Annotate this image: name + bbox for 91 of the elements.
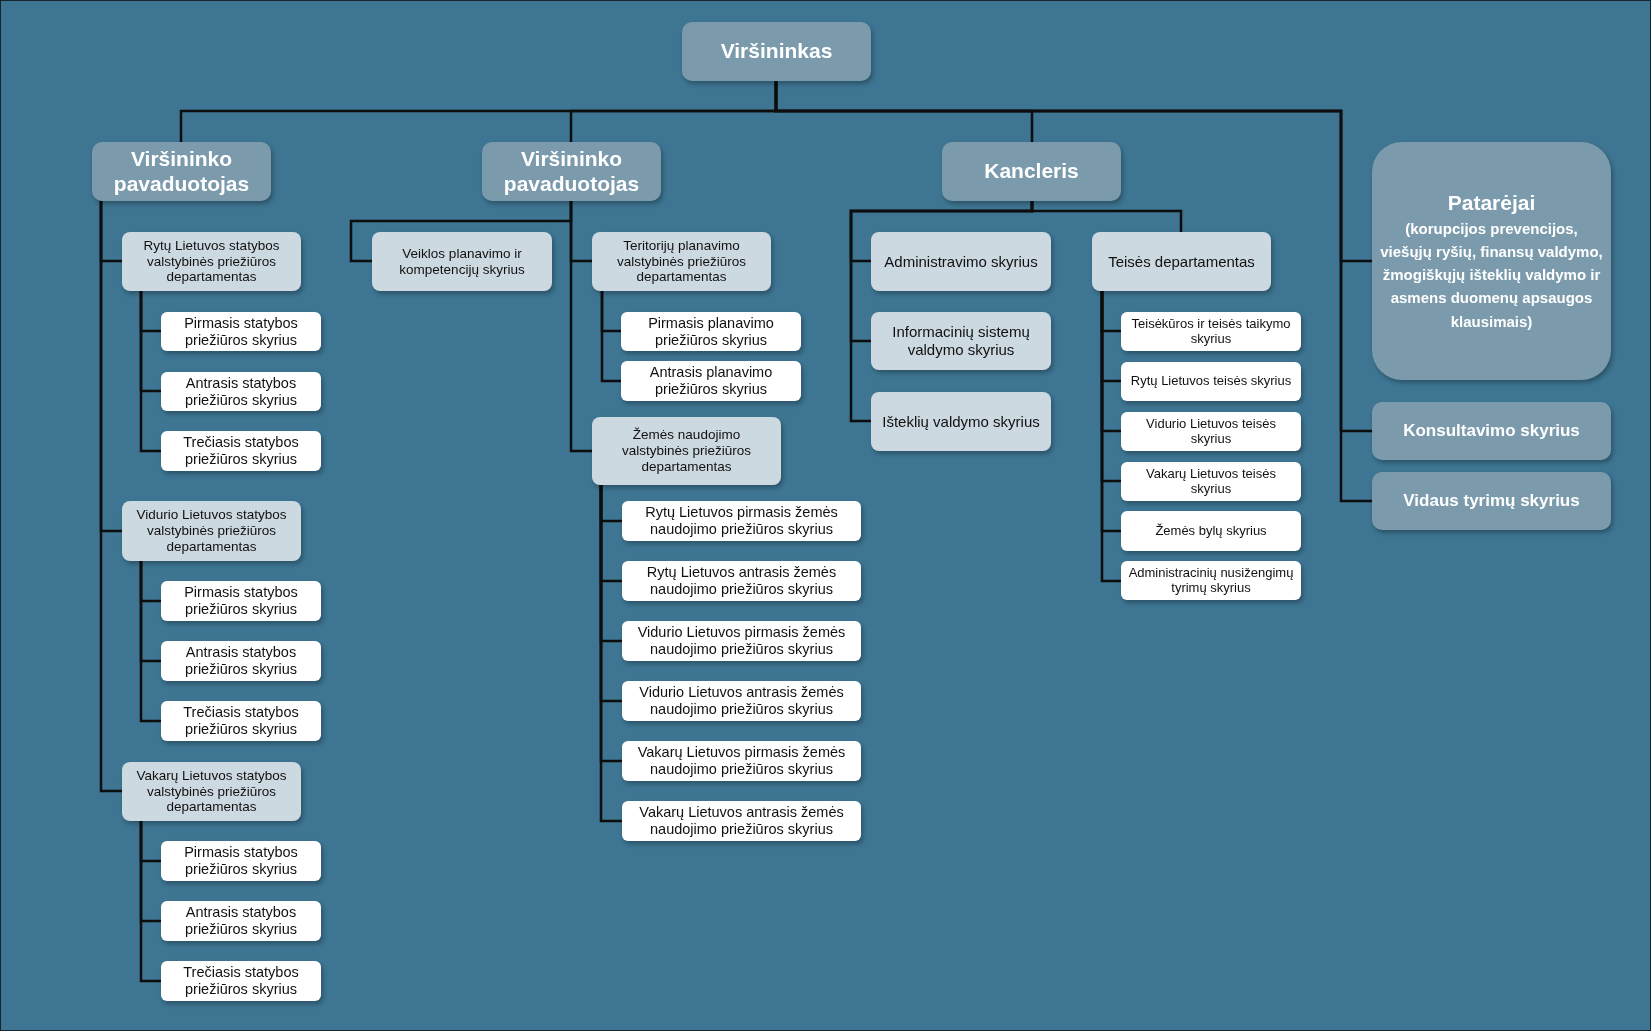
unit-box bbox=[161, 901, 321, 941]
department-box bbox=[122, 232, 301, 291]
box-label: Antrasis planavimo priežiūros skyrius bbox=[648, 364, 774, 398]
box-label: Vakarų Lietuvos pirmasis žemės naudojimo priežiūros skyrius bbox=[636, 744, 847, 778]
unit-box bbox=[161, 581, 321, 621]
unit-box bbox=[622, 681, 861, 721]
box-label: Teritorijų planavimo valstybinės priežiūros departamentas bbox=[615, 237, 748, 286]
box-label: Pirmasis statybos priežiūros skyrius bbox=[183, 584, 299, 618]
unit-box bbox=[161, 641, 321, 681]
box-label: Vidurio Lietuvos teisės skyrius bbox=[1145, 416, 1277, 447]
unit-box bbox=[622, 741, 861, 781]
box-label: Administravimo skyrius bbox=[884, 252, 1038, 271]
unit-box bbox=[622, 561, 861, 601]
department-box bbox=[871, 392, 1051, 451]
position-box bbox=[682, 22, 871, 81]
box-label: Rytų Lietuvos antrasis žemės naudojimo priežiūros skyrius bbox=[645, 564, 838, 598]
department-box bbox=[1092, 232, 1271, 291]
unit-box bbox=[161, 841, 321, 881]
connector-line bbox=[139, 821, 161, 983]
box-label: Konsultavimo skyrius bbox=[1403, 421, 1580, 441]
box-label: Išteklių valdymo skyrius bbox=[882, 412, 1040, 431]
connector-line bbox=[774, 81, 1372, 503]
box-label: Pirmasis statybos priežiūros skyrius bbox=[183, 314, 299, 349]
unit-box bbox=[621, 361, 801, 401]
department-box bbox=[871, 232, 1051, 291]
unit-box bbox=[161, 431, 321, 471]
connector-line bbox=[600, 291, 621, 383]
box-label: Pirmasis planavimo priežiūros skyrius bbox=[647, 314, 775, 349]
department-box bbox=[871, 312, 1051, 370]
unit-box bbox=[161, 372, 321, 411]
box-label: Vakarų Lietuvos teisės skyrius bbox=[1145, 466, 1277, 497]
box-label: Pirmasis statybos priežiūros skyrius bbox=[183, 844, 299, 878]
position-box bbox=[92, 142, 271, 201]
box-label: Vidaus tyrimų skyrius bbox=[1403, 491, 1580, 511]
unit-box bbox=[1372, 402, 1611, 460]
department-box bbox=[122, 762, 301, 821]
unit-box bbox=[161, 701, 321, 741]
box-label: Teisės departamentas bbox=[1108, 252, 1255, 271]
box-label: Vakarų Lietuvos antrasis žemės naudojimo priežiūros skyrius bbox=[638, 804, 845, 838]
unit-box bbox=[161, 961, 321, 1001]
box-label: Trečiasis statybos priežiūros skyrius bbox=[182, 964, 300, 998]
unit-box bbox=[1121, 462, 1301, 501]
unit-box bbox=[1121, 312, 1301, 351]
box-label: Trečiasis statybos priežiūros skyrius bbox=[182, 434, 300, 468]
box-label: Antrasis statybos priežiūros skyrius bbox=[184, 374, 298, 409]
box-label: Vidurio Lietuvos pirmasis žemės naudojimo priežiūros skyrius bbox=[636, 624, 847, 658]
box-label: Rytų Lietuvos teisės skyrius bbox=[1130, 374, 1292, 389]
connector-line bbox=[599, 485, 622, 823]
box-label: Žemės naudojimo valstybinės priežiūros departamentas bbox=[620, 427, 753, 475]
box-label: Vidurio Lietuvos statybos valstybinės priežiūros departamentas bbox=[135, 507, 288, 555]
box-label: Antrasis statybos priežiūros skyrius bbox=[184, 644, 298, 678]
department-box bbox=[592, 417, 781, 485]
position-box bbox=[1372, 142, 1611, 380]
unit-box bbox=[1121, 412, 1301, 451]
position-box bbox=[942, 142, 1121, 201]
connector-line bbox=[569, 201, 592, 453]
department-box bbox=[592, 232, 771, 291]
unit-box bbox=[1121, 561, 1301, 600]
unit-box bbox=[622, 621, 861, 661]
box-label: Viršininkas bbox=[720, 39, 833, 64]
box-label: Trečiasis statybos priežiūros skyrius bbox=[182, 704, 300, 738]
box-label: Žemės bylų skyrius bbox=[1155, 523, 1267, 539]
box-label: Rytų Lietuvos statybos valstybinės priežiūros departamentas bbox=[142, 237, 281, 286]
box-label: Viršininko pavaduotojas bbox=[112, 147, 251, 196]
box-label: Vidurio Lietuvos antrasis žemės naudojimo priežiūros skyrius bbox=[638, 684, 845, 718]
box-label: Antrasis statybos priežiūros skyrius bbox=[184, 904, 298, 938]
unit-box bbox=[1121, 362, 1301, 401]
box-label: Viršininko pavaduotojas bbox=[502, 147, 641, 196]
box-label: Informacinių sistemų valdymo skyrius bbox=[891, 323, 1031, 359]
box-label: Rytų Lietuvos pirmasis žemės naudojimo priežiūros skyrius bbox=[644, 504, 839, 538]
box-label: Administracinių nusižengimų tyrimų skyrius bbox=[1127, 565, 1295, 596]
box-label: Vakarų Lietuvos statybos valstybinės priežiūros departamentas bbox=[135, 767, 288, 816]
connector-line bbox=[139, 291, 161, 453]
connector-line bbox=[1030, 201, 1183, 232]
connector-line bbox=[1100, 291, 1121, 583]
department-box bbox=[122, 501, 301, 561]
unit-box bbox=[622, 801, 861, 841]
connector-line bbox=[99, 201, 122, 793]
box-description: (korupcijos prevencijos, viešųjų ryšių, finansų valdymo, žmogiškųjų išteklių valdymo ir asmens duomenų apsaugos klausimais) bbox=[1380, 218, 1603, 332]
unit-box bbox=[622, 501, 861, 541]
department-box bbox=[372, 232, 552, 291]
unit-box bbox=[1372, 472, 1611, 530]
unit-box bbox=[1121, 511, 1301, 551]
box-label: Teisėkūros ir teisės taikymo skyrius bbox=[1130, 316, 1292, 347]
position-box bbox=[482, 142, 661, 201]
unit-box bbox=[621, 312, 801, 351]
unit-box bbox=[161, 312, 321, 351]
box-label: Kancleris bbox=[984, 159, 1079, 184]
connector-line bbox=[139, 561, 161, 723]
box-label: Veiklos planavimo ir kompetencijų skyrius bbox=[398, 245, 526, 278]
box-label: Patarėjai bbox=[1447, 190, 1536, 217]
